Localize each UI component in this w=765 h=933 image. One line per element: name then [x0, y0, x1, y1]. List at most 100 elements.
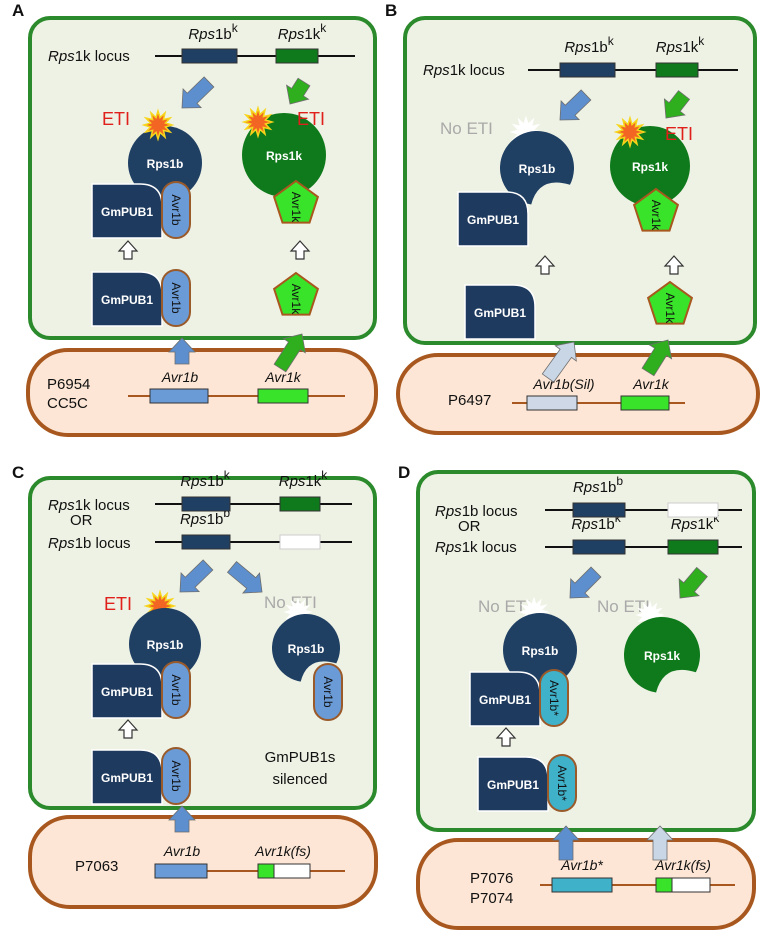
strain-label: P7063	[75, 858, 118, 875]
rps1k-protein-label: Rps1k	[644, 649, 680, 663]
rps1k-gene	[275, 48, 319, 64]
green-arrow	[678, 566, 708, 599]
rps1k-null-gene	[667, 502, 719, 518]
rps1k-protein-label: Rps1k	[632, 160, 668, 174]
gene-label: Rps1kk	[279, 468, 329, 490]
avr1b-protein: Avr1b	[161, 181, 191, 239]
gene-label: Rps1bk	[188, 21, 238, 43]
avr1k-protein: Avr1k	[272, 179, 320, 224]
strain-label: P6954	[47, 376, 90, 393]
rps1b-protein: Rps1b	[129, 608, 201, 680]
rps1b-protein-label: Rps1b	[147, 157, 184, 171]
no-eti-label: No ETI	[478, 597, 531, 616]
hollow-arrow-icon	[495, 727, 517, 747]
gmpub1-label: GmPUB1	[101, 771, 153, 785]
gene-label: Rps1bk	[180, 468, 230, 490]
plant-cell	[403, 16, 757, 345]
avr1k-label: Avr1k	[663, 293, 677, 324]
avr1b-label: Avr1b	[169, 194, 183, 225]
eti-burst-icon	[613, 115, 647, 149]
rps1b-gene	[181, 534, 231, 550]
panel-letter: D	[398, 463, 410, 482]
avr1b-label: Avr1b	[169, 760, 183, 791]
no-eti-label: No ETI	[597, 597, 650, 616]
strain-label: CC5C	[47, 395, 88, 412]
pathogen-cell	[396, 353, 760, 435]
plant-cell	[28, 16, 377, 340]
avr1k-protein: Avr1k	[632, 187, 680, 232]
gmpub1-label: GmPUB1	[487, 778, 539, 792]
rps1k-protein-label: Rps1k	[266, 149, 302, 163]
hollow-arrow-icon	[663, 255, 685, 275]
rps1k-gene	[279, 496, 321, 512]
avr1b-sil-gene	[526, 395, 578, 411]
avr1b-label: Avr1b	[169, 674, 183, 705]
silenced-note: GmPUB1s	[265, 749, 336, 766]
locus-label: Rps1k locus	[48, 497, 130, 514]
avr1k-protein: Avr1k	[272, 271, 320, 316]
gmpub1-label: GmPUB1	[474, 306, 526, 320]
avr1k-gene	[257, 388, 309, 404]
avr1b-label: Avr1b*	[555, 765, 569, 801]
gene-label: Rps1bk	[564, 34, 614, 56]
eti-burst-icon	[141, 108, 175, 142]
gmpub1-label: GmPUB1	[101, 685, 153, 699]
eti-burst-icon	[241, 105, 275, 139]
rps1b-protein-label: Rps1b	[288, 642, 325, 656]
eti-label: ETI	[102, 109, 130, 129]
rps1k-gene	[655, 62, 699, 78]
green-arrow	[663, 90, 691, 119]
green-arrow	[273, 333, 306, 373]
rps1b-protein-label: Rps1b	[147, 638, 184, 652]
panel-letter: B	[385, 1, 397, 20]
avr1k-gene-label: Avr1k(fs)	[254, 843, 311, 859]
rps1b-gene	[559, 62, 616, 78]
hollow-arrow-icon	[117, 240, 139, 260]
or-label: OR	[70, 512, 93, 529]
pale-arrow	[646, 825, 674, 861]
gmpub1-protein	[457, 191, 529, 247]
gene-label: Rps1bk	[571, 511, 621, 533]
eti-label: ETI	[665, 124, 693, 144]
eti-label: ETI	[104, 594, 132, 614]
panel-letter: A	[12, 1, 24, 20]
avr1b-gene-label: Avr1b(Sil)	[532, 376, 594, 392]
hollow-arrow-icon	[289, 240, 311, 260]
strain-label: P7074	[470, 890, 513, 907]
panel-letter: C	[12, 463, 24, 482]
avr1k-protein: Avr1k	[646, 280, 694, 325]
blue-arrow	[559, 89, 592, 121]
avr1k-fs-gene-white	[273, 863, 311, 879]
avr1b-gene	[149, 388, 209, 404]
locus-label: Rps1k locus	[435, 539, 517, 556]
rps1b-protein-label: Rps1b	[522, 644, 559, 658]
avr1b-protein: Avr1b	[313, 663, 343, 721]
avr1b-protein: Avr1b	[161, 661, 191, 719]
locus-label: Rps1k locus	[423, 62, 505, 79]
rps1b-gene	[181, 496, 231, 512]
rps1k-protein: Rps1k	[242, 113, 326, 197]
or-label: OR	[458, 518, 481, 535]
gmpub1-label: GmPUB1	[467, 213, 519, 227]
avr1k-fs-gene-white	[671, 877, 711, 893]
gene-label: Rps1kk	[656, 34, 706, 56]
avr1b-gene-label: Avr1b*	[560, 857, 603, 873]
rps1k-gene	[667, 539, 719, 555]
rps1b-protein: Rps1b	[271, 614, 340, 682]
rps1b-gene	[572, 539, 626, 555]
avr1b-gene-label: Avr1b	[161, 369, 199, 385]
blue-arrow	[226, 561, 263, 594]
avr1b-protein: Avr1b	[161, 269, 191, 327]
no-eti-label: No ETI	[440, 119, 493, 138]
silenced-note: silenced	[272, 771, 327, 788]
rps1b-gene	[572, 502, 626, 518]
avr1b-protein: Avr1b*	[539, 669, 569, 727]
blue-arrow	[179, 559, 214, 593]
rps1b-protein: Rps1b	[503, 613, 577, 687]
gene-label: Rps1kk	[671, 511, 721, 533]
pale-arrow	[541, 341, 577, 383]
